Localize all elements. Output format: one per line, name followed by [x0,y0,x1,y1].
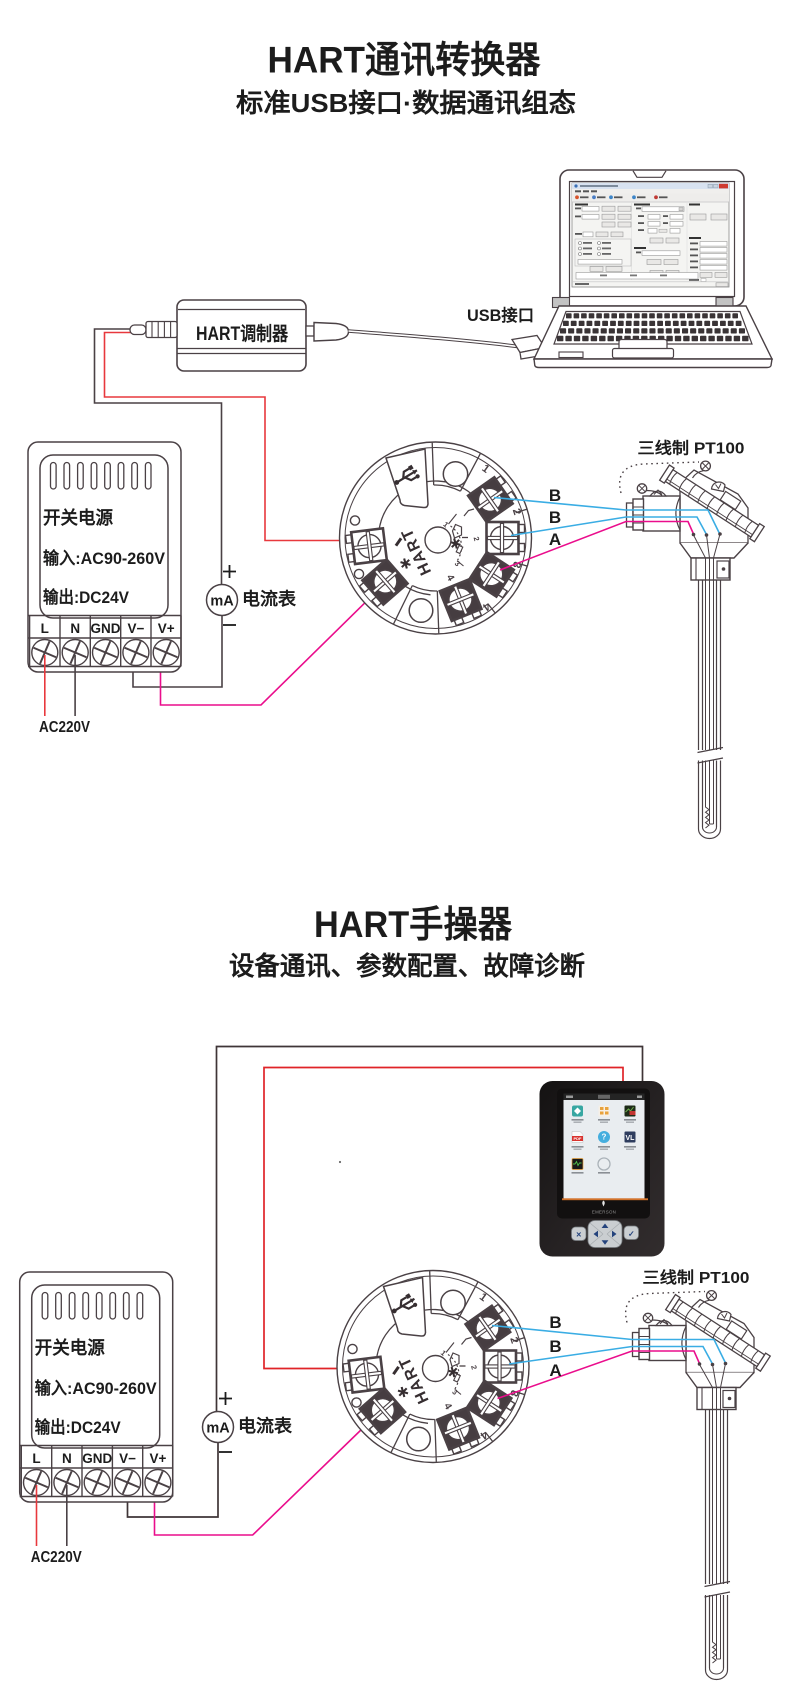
svg-text:B: B [549,508,561,527]
svg-text:×: × [576,1230,581,1240]
svg-text:B: B [549,486,561,505]
svg-text:B: B [549,1337,561,1356]
svg-text:HART通讯转换器: HART通讯转换器 [268,40,542,81]
svg-text:A: A [549,1361,561,1380]
svg-text:HART手操器: HART手操器 [314,904,513,945]
svg-text:三线制 PT100: 三线制 PT100 [638,439,745,458]
svg-text:A: A [549,530,561,549]
svg-text:标准USB接口·数据通讯组态: 标准USB接口·数据通讯组态 [236,88,576,118]
svg-text:EMERSON: EMERSON [592,1210,616,1215]
svg-text:VL: VL [626,1135,636,1142]
svg-text:USB接口: USB接口 [467,305,534,325]
svg-text:三线制 PT100: 三线制 PT100 [643,1268,750,1287]
svg-text:?: ? [602,1133,607,1142]
svg-text:PDF: PDF [574,1136,583,1141]
svg-text:HART调制器: HART调制器 [196,322,289,345]
svg-text:B: B [549,1313,561,1332]
svg-text:设备通讯、参数配置、故障诊断: 设备通讯、参数配置、故障诊断 [229,951,585,981]
svg-text:✓: ✓ [628,1230,635,1239]
